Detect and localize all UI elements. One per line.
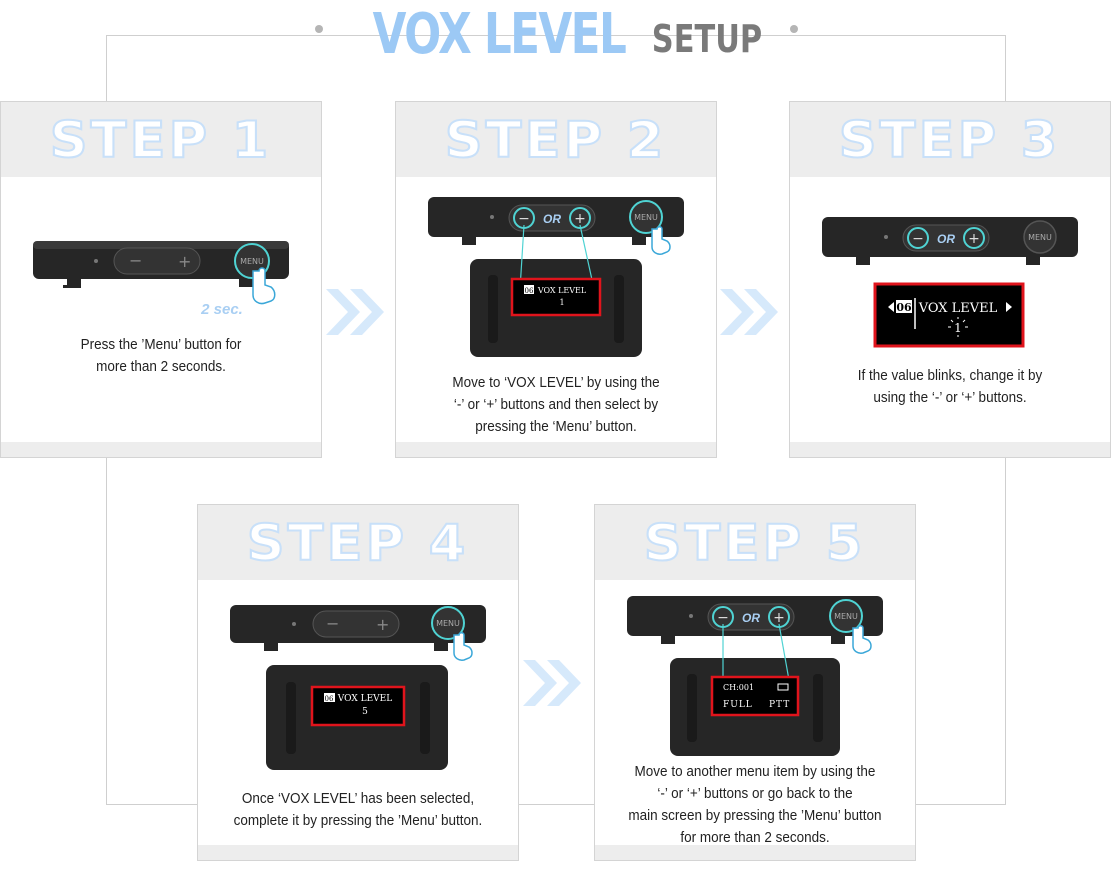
step-4-illustration: − + MENU 06 VOX LEVEL 5	[230, 605, 486, 770]
step-2-header: STEP 2	[396, 102, 716, 177]
step-5-description: Move to another menu item by using the ‘…	[628, 763, 882, 846]
step-1-description: Press the ’Menu’ button for more than 2 …	[80, 336, 242, 375]
step-3-description: If the value blinks, change it by using …	[857, 367, 1043, 406]
minus-label: −	[129, 251, 142, 270]
step-3-label: STEP 3	[838, 110, 1061, 170]
title-dot-right	[790, 24, 799, 33]
plus-button	[569, 207, 591, 229]
svg-text:−: −	[518, 211, 530, 227]
title-rest: SETUP	[652, 16, 763, 61]
oled-screen	[873, 282, 1025, 348]
plus-label: +	[178, 252, 191, 271]
svg-text:MENU: MENU	[634, 213, 658, 222]
oled-screen	[510, 277, 602, 317]
step-4-description: Once ‘VOX LEVEL’ has been selected, comp…	[233, 790, 483, 829]
screen-type: PTT	[769, 700, 790, 710]
hold-hint: 2 sec.	[200, 301, 243, 318]
screen-value: 5	[362, 707, 368, 717]
svg-text:−: −	[717, 610, 729, 626]
connector-bottom	[106, 457, 1006, 805]
svg-text:06: 06	[525, 287, 534, 295]
svg-text:MENU: MENU	[436, 619, 460, 628]
hand-icon	[651, 226, 671, 255]
step-4-header: STEP 4	[198, 505, 518, 580]
svg-text:+: +	[574, 211, 586, 227]
screen-menu-name: VOX LEVEL	[537, 286, 587, 295]
menu-button	[829, 599, 863, 633]
step-2-illustration: − OR + MENU 06 VOX LEVEL 1	[428, 197, 684, 357]
oled-screen	[310, 685, 406, 727]
step-1-illustration: − + MENU 2 sec.	[33, 241, 289, 318]
svg-text:MENU: MENU	[834, 612, 858, 621]
screen-value: 1	[559, 298, 564, 307]
rocker-button	[113, 247, 201, 275]
battery-icon	[777, 683, 789, 691]
svg-text:06: 06	[896, 301, 912, 314]
step-2-description: Move to ‘VOX LEVEL’ by using the ‘-’ or …	[452, 374, 660, 435]
or-label: OR	[742, 611, 760, 625]
plus-button	[963, 227, 985, 249]
minus-button	[907, 227, 929, 249]
svg-text:MENU: MENU	[1028, 233, 1052, 242]
step-1-card: STEP 1 − + MENU 2 sec. Press the ’Menu’ …	[0, 101, 322, 458]
screen-menu-name: VOX LEVEL	[918, 301, 998, 316]
menu-label: MENU	[240, 257, 264, 266]
step-3-header: STEP 3	[790, 102, 1110, 177]
hand-icon	[453, 632, 473, 661]
arrow-step-4-to-5	[523, 660, 581, 706]
step-3-card: STEP 3 − OR + MENU 06 VOX LEVEL 1 If the…	[789, 101, 1111, 458]
svg-text:−: −	[912, 231, 924, 247]
blink-indicator	[948, 317, 968, 337]
svg-text:+: +	[376, 615, 389, 634]
step-4-card: STEP 4 − + MENU 06 VOX LEVEL 5 Once ‘VOX…	[197, 504, 519, 861]
step-1-header: STEP 1	[1, 102, 321, 177]
step-5-label: STEP 5	[643, 513, 866, 573]
step-5-header: STEP 5	[595, 505, 915, 580]
step-1-label: STEP 1	[49, 110, 272, 170]
connector-top	[106, 35, 1006, 102]
svg-text:+: +	[773, 610, 785, 626]
menu-button	[629, 200, 663, 234]
step-3-illustration: − OR + MENU 06 VOX LEVEL 1	[822, 217, 1078, 348]
page-title: VOX LEVEL SETUP	[0, 2, 1113, 67]
oled-screen	[710, 675, 800, 717]
title-dot-left	[314, 24, 323, 33]
screen-mode: FULL	[723, 700, 753, 710]
svg-text:06: 06	[325, 695, 334, 703]
screen-value: 1	[954, 321, 962, 335]
menu-button	[431, 606, 465, 640]
or-label: OR	[937, 232, 955, 246]
screen-menu-name: VOX LEVEL	[337, 694, 392, 704]
step-2-card: STEP 2 − OR + MENU 06 VOX LEVEL 1 Move t…	[395, 101, 717, 458]
svg-text:−: −	[326, 614, 339, 633]
menu-button	[1023, 220, 1057, 254]
or-label: OR	[543, 212, 561, 226]
step-4-label: STEP 4	[246, 513, 469, 573]
step-5-illustration: − OR + MENU CH:001 FULL PTT	[627, 596, 883, 756]
hand-icon	[252, 267, 276, 305]
title-highlight: VOX LEVEL	[372, 2, 626, 67]
step-5-card: STEP 5 − OR + MENU CH:001 FULL PTT Move …	[594, 504, 916, 861]
hand-icon	[852, 625, 872, 654]
screen-channel: CH:001	[723, 683, 754, 692]
arrow-step-2-to-3	[720, 289, 778, 335]
step-2-label: STEP 2	[444, 110, 667, 170]
svg-text:+: +	[968, 231, 980, 247]
arrow-step-1-to-2	[326, 289, 384, 335]
